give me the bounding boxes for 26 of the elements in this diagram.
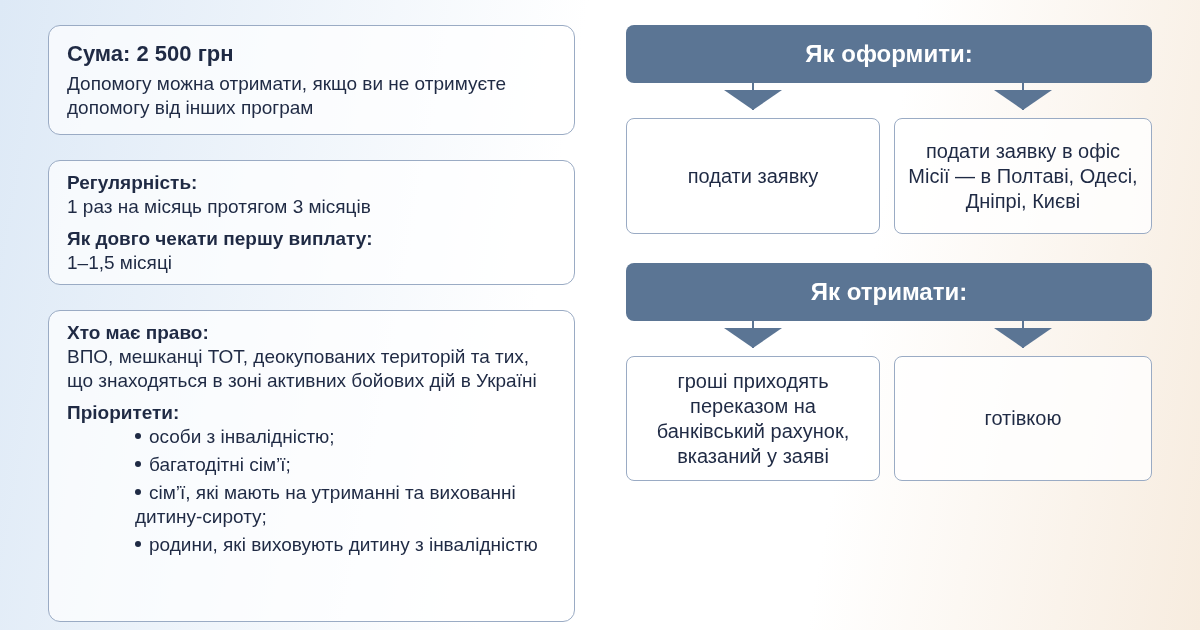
option-box: подати заявку в офіс Місії — в Полтаві, Одесі, Дніпрі, Києві — [894, 118, 1152, 234]
section-heading: Регулярність: — [67, 170, 199, 195]
section-heading: Пріоритети: — [67, 401, 181, 425]
arrow — [994, 82, 1052, 111]
option-box: подати заявку — [626, 118, 880, 234]
option-box: готівкою — [894, 356, 1152, 481]
bullet-item: особи з інвалідністю; — [67, 425, 556, 449]
arrow — [724, 320, 782, 349]
section-heading: Хто має право: — [67, 321, 210, 345]
bullet-item: сім’ї, які мають на утриманні та вихованні дитину-сироту; — [134, 481, 517, 529]
section-heading: Як довго чекати першу виплату: — [67, 226, 374, 251]
amount-heading: Сума: 2 500 грн — [67, 40, 235, 68]
info-card — [48, 160, 575, 285]
section-header: Як оформити: — [626, 25, 1152, 83]
option-box: гроші приходять переказом на банківський рахунок, вказаний у заяві — [626, 356, 880, 481]
section-header: Як отримати: — [626, 263, 1152, 321]
info-card — [48, 310, 575, 622]
body-text: 1–1,5 місяці — [67, 250, 173, 275]
arrow — [994, 320, 1052, 349]
body-text: 1 раз на місяць протягом 3 місяців — [67, 194, 372, 219]
bullet-item: родини, які виховують дитину з інвалідністю — [67, 533, 556, 557]
info-card — [48, 25, 575, 135]
arrow — [724, 82, 782, 111]
body-text: Допомогу можна отримати, якщо ви не отримуєте допомогу від інших програм — [67, 71, 508, 120]
bullet-item: багатодітні сім’ї; — [67, 453, 556, 477]
body-text: ВПО, мешканці ТОТ, деокупованих територій та тих, що знаходяться в зоні активних бойових дій в Україні — [67, 345, 538, 393]
